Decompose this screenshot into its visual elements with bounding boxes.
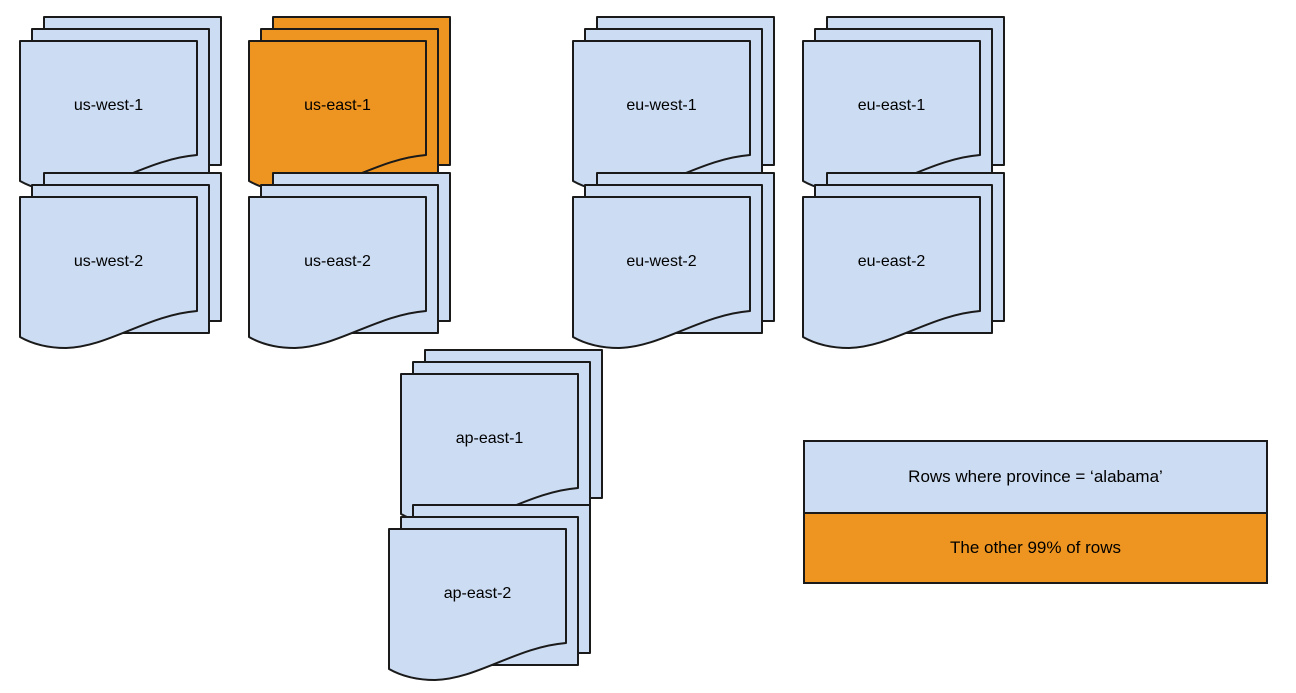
document-front-sheet xyxy=(248,196,427,349)
document-stack-us-east-1[interactable]: us-east-1 xyxy=(243,11,456,205)
document-stack-us-west-1[interactable]: us-west-1 xyxy=(14,11,227,205)
legend: Rows where province = ‘alabama’ The othe… xyxy=(803,440,1268,584)
document-stack-eu-east-2[interactable]: eu-east-2 xyxy=(797,167,1010,361)
legend-label-highlight: The other 99% of rows xyxy=(949,538,1122,557)
document-stack-us-east-2[interactable]: us-east-2 xyxy=(243,167,456,361)
document-front-sheet xyxy=(388,528,567,681)
legend-item-normal: Rows where province = ‘alabama’ xyxy=(805,442,1266,514)
document-stack-us-west-2[interactable]: us-west-2 xyxy=(14,167,227,361)
document-stack-eu-west-1[interactable]: eu-west-1 xyxy=(567,11,780,205)
document-front-sheet xyxy=(802,196,981,349)
document-stack-ap-east-1[interactable]: ap-east-1 xyxy=(395,344,608,538)
document-front-sheet xyxy=(572,196,751,349)
document-stack-ap-east-2[interactable]: ap-east-2 xyxy=(383,499,596,693)
document-front-sheet xyxy=(19,196,198,349)
legend-item-highlight: The other 99% of rows xyxy=(805,514,1266,582)
legend-label-normal: Rows where province = ‘alabama’ xyxy=(908,467,1163,486)
document-stack-eu-west-2[interactable]: eu-west-2 xyxy=(567,167,780,361)
